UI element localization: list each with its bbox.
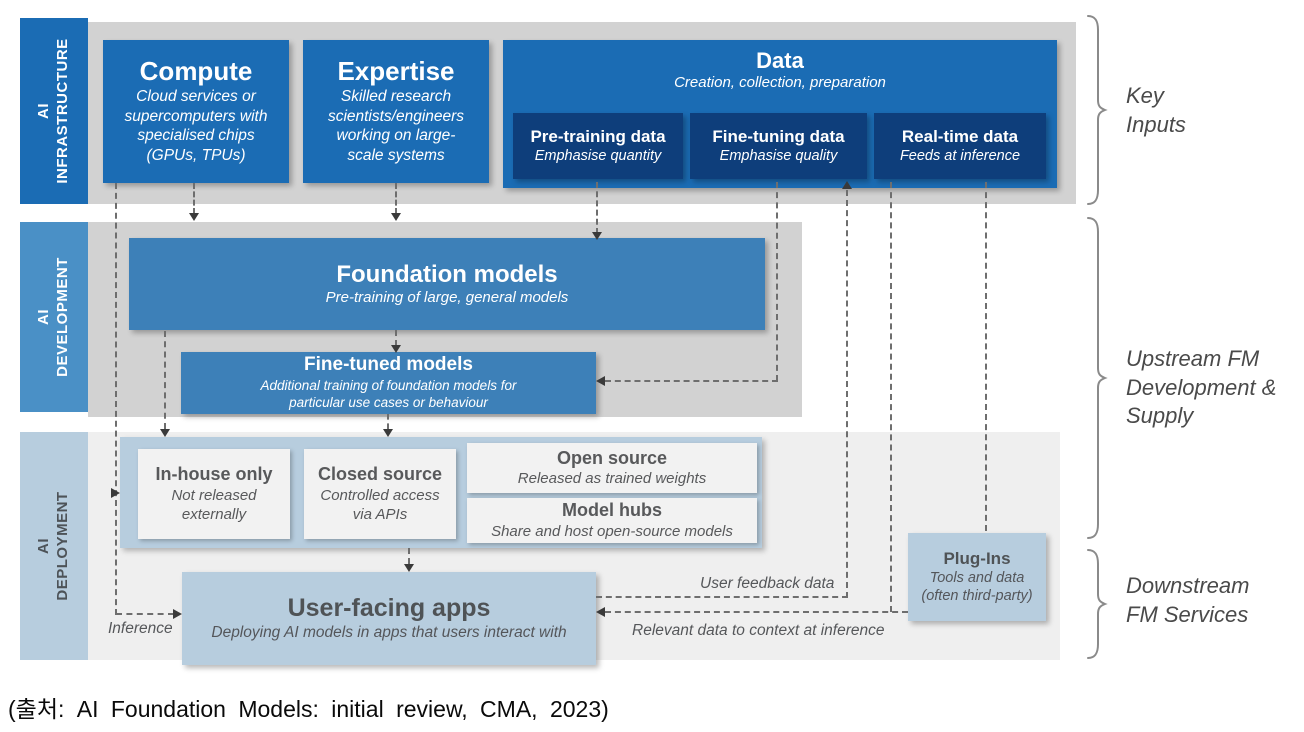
plug-ins-subtitle: Tools and data (often third-party) [921, 570, 1033, 605]
model-hubs-box: Model hubs Share and host open-source mo… [467, 498, 757, 543]
connector-realtime-to-plugins [985, 182, 987, 531]
downstream-brace [1087, 549, 1108, 659]
user-feedback-data-label: User feedback data [700, 575, 835, 592]
data-subtitle: Creation, collection, preparation [674, 74, 886, 92]
sidebar-development-line1: AI [35, 309, 53, 325]
sidebar-infrastructure-line1: AI [35, 103, 53, 119]
finetuning-data-title: Fine-tuning data [712, 126, 845, 146]
finetuned-models-title: Fine-tuned models [304, 354, 473, 376]
open-source-subtitle: Released as trained weights [517, 470, 707, 488]
sidebar-infrastructure-line2: INFRASTRUCTURE [54, 38, 71, 184]
plug-ins-title: Plug-Ins [943, 548, 1011, 568]
pretraining-data-box: Pre-training data Emphasise quantity [513, 113, 683, 179]
inhouse-only-box: In-house only Not released externally [138, 449, 290, 539]
connector-inference-horizontal [116, 613, 174, 615]
connector-release-to-userfacing [408, 548, 410, 564]
sidebar-deployment-line2: DEPLOYMENT [54, 491, 71, 601]
arrow-right-icon [111, 488, 120, 498]
open-source-title: Open source [556, 447, 668, 468]
finetuning-data-box: Fine-tuning data Emphasise quality [690, 113, 867, 179]
arrow-left-icon [596, 607, 605, 617]
upstream-label: Upstream FM Development & Supply [1126, 346, 1277, 429]
inhouse-only-title: In-house only [155, 464, 273, 485]
key-inputs-label: Key Inputs [1126, 83, 1186, 137]
user-facing-apps-title: User-facing apps [287, 594, 491, 623]
source-caption: (출처: AI Foundation Models: initial revie… [8, 696, 609, 722]
upstream-brace [1087, 217, 1108, 539]
pretraining-data-title: Pre-training data [530, 126, 666, 146]
connector-expertise-to-development [395, 183, 397, 214]
sidebar-deployment-line1: AI [35, 538, 53, 554]
data-title: Data [756, 48, 804, 73]
realtime-data-title: Real-time data [901, 126, 1019, 146]
arrow-down-icon [160, 429, 170, 437]
foundation-models-box: Foundation models Pre-training of large,… [129, 238, 765, 330]
connector-compute-to-development [193, 183, 195, 214]
arrow-left-icon [596, 376, 605, 386]
key-inputs-brace [1087, 15, 1108, 205]
connector-relevant-data-horizontal [605, 611, 908, 613]
connector-finetuning-to-finetuned-horizontal [605, 380, 778, 382]
foundation-models-title: Foundation models [336, 260, 558, 288]
connector-finetuning-to-finetuned-vertical [776, 182, 778, 381]
arrow-up-icon [842, 181, 852, 189]
realtime-data-box: Real-time data Feeds at inference [874, 113, 1046, 179]
finetuned-models-subtitle: Additional training of foundation models… [260, 378, 517, 411]
downstream-label: Downstream FM Services [1126, 573, 1250, 627]
foundation-models-subtitle: Pre-training of large, general models [325, 289, 569, 307]
open-source-box: Open source Released as trained weights [467, 443, 757, 493]
sidebar-ai-development: AI DEVELOPMENT [20, 222, 88, 412]
inference-label: Inference [108, 620, 173, 637]
connector-foundation-to-release [164, 331, 166, 429]
pretraining-data-subtitle: Emphasise quantity [534, 148, 662, 165]
realtime-data-subtitle: Feeds at inference [899, 148, 1021, 165]
expertise-subtitle: Skilled research scientists/engineers wo… [327, 87, 465, 165]
connector-realtime-to-userfacing-vertical [890, 182, 892, 612]
connector-finetuned-to-release [387, 414, 389, 429]
arrow-down-icon [404, 564, 414, 572]
user-facing-apps-box: User-facing apps Deploying AI models in … [182, 572, 596, 665]
sidebar-development-line2: DEVELOPMENT [54, 257, 71, 377]
arrow-down-icon [383, 429, 393, 437]
arrow-down-icon [391, 345, 401, 353]
connector-pretraining-to-foundation [596, 182, 598, 234]
compute-box: Compute Cloud services or supercomputers… [103, 40, 289, 183]
compute-title: Compute [139, 55, 253, 86]
arrow-down-icon [189, 213, 199, 221]
finetuning-data-subtitle: Emphasise quality [719, 148, 838, 165]
connector-compute-to-userfacing [115, 183, 117, 615]
closed-source-subtitle: Controlled access via APIs [320, 486, 440, 523]
inhouse-only-subtitle: Not released externally [171, 486, 257, 523]
plug-ins-box: Plug-Ins Tools and data (often third-par… [908, 533, 1046, 621]
user-facing-apps-subtitle: Deploying AI models in apps that users i… [211, 623, 567, 641]
compute-subtitle: Cloud services or supercomputers with sp… [124, 87, 268, 165]
closed-source-box: Closed source Controlled access via APIs [304, 449, 456, 539]
expertise-box: Expertise Skilled research scientists/en… [303, 40, 489, 183]
arrow-down-icon [592, 232, 602, 240]
finetuned-models-box: Fine-tuned models Additional training of… [181, 352, 596, 414]
connector-user-feedback-horizontal [596, 596, 848, 598]
expertise-title: Expertise [337, 55, 455, 86]
model-hubs-subtitle: Share and host open-source models [491, 522, 733, 540]
arrow-down-icon [391, 213, 401, 221]
closed-source-title: Closed source [317, 464, 443, 485]
sidebar-ai-deployment: AI DEPLOYMENT [20, 432, 88, 660]
connector-user-feedback-vertical [846, 190, 848, 598]
arrow-right-icon [173, 609, 182, 619]
relevant-data-label: Relevant data to context at inference [632, 622, 885, 639]
sidebar-ai-infrastructure: AI INFRASTRUCTURE [20, 18, 88, 204]
model-hubs-title: Model hubs [562, 500, 662, 521]
connector-foundation-to-finetuned [395, 330, 397, 346]
